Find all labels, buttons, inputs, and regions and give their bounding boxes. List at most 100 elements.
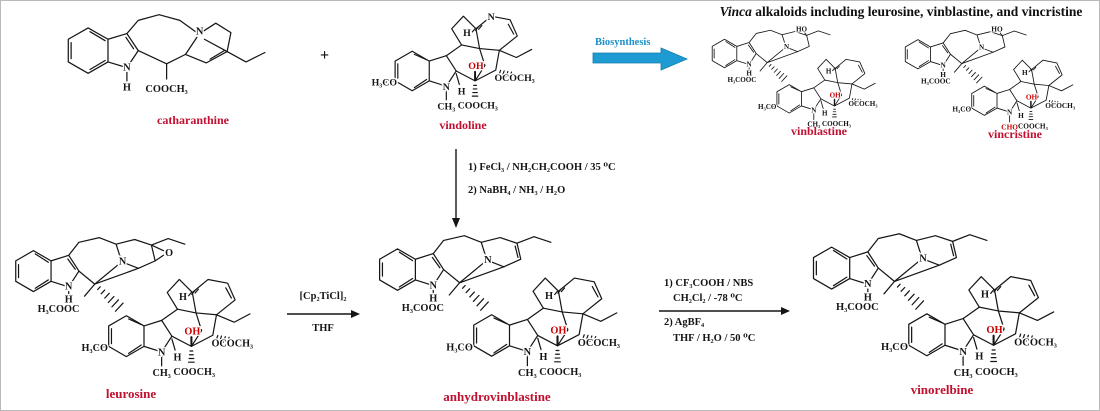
atom-label-n3: N bbox=[524, 347, 532, 358]
atom-label-n2: N bbox=[784, 43, 790, 51]
atom-label-oh: OH bbox=[184, 326, 200, 337]
atom-label-co2me: COOCH₃ bbox=[975, 367, 1018, 378]
step-arrow bbox=[452, 149, 460, 228]
atom-label-h19: H bbox=[822, 110, 828, 118]
block-arrow-icon bbox=[592, 47, 689, 71]
leurosine-label: leurosine bbox=[105, 386, 157, 401]
atom-label-h1: H bbox=[65, 295, 73, 306]
atom-label-h1: H bbox=[746, 70, 752, 78]
atom-label-oac: OCOCH₃ bbox=[211, 338, 253, 349]
atom-label-n2: N bbox=[979, 43, 985, 52]
anhydrovinblastine-label: anhydrovinblastine bbox=[443, 389, 551, 404]
atom-label-oac: OCOCH₃ bbox=[1045, 101, 1076, 110]
leurosine-structure: O N H N H₃COOC H₃CO N CH₃ H H OH OCOCH₃ … bbox=[15, 237, 255, 381]
atom-label-co2me: COOCH₃ bbox=[539, 367, 581, 378]
title-italic-part: Vinca bbox=[719, 4, 752, 19]
atom-label-n: N bbox=[196, 27, 204, 38]
atom-label-ho: HO bbox=[991, 25, 1003, 34]
atom-label-ome: H₃CO bbox=[881, 342, 908, 353]
atom-label-h19: H bbox=[458, 86, 466, 97]
anhydrovinblastine-structure: N H N H₃COOC H₃CO N CH₃ H H OH OCOCH₃ CO… bbox=[379, 235, 621, 380]
arrowhead-icon bbox=[781, 307, 790, 315]
step-condition-line1: 1) FeCl₃ / NH₂CH₂COOH / 35 ⁰C bbox=[468, 162, 616, 173]
biosynthesis-arrow bbox=[592, 47, 689, 71]
atom-label-oh: OH bbox=[550, 326, 566, 337]
atom-label-epoxide-o: O bbox=[165, 248, 173, 259]
atom-label-n1: N bbox=[65, 282, 73, 293]
atom-label-h19: H bbox=[1018, 111, 1024, 120]
atom-label-ho: HO bbox=[796, 26, 808, 34]
coupling-solvent: THF bbox=[312, 323, 334, 334]
atom-label-oh: OH bbox=[986, 325, 1002, 336]
atom-label-n: N bbox=[123, 62, 131, 73]
atom-label-ester: H₃COOC bbox=[921, 77, 951, 86]
atom-label-co2me: COOCH₃ bbox=[1018, 122, 1049, 131]
atom-label-n1: N bbox=[941, 61, 947, 70]
coupling-reagent: [Cp₂TiCl]₂ bbox=[299, 291, 347, 302]
catharanthine-label: catharanthine bbox=[157, 113, 229, 127]
title-rest-part: alkaloids including leurosine, vinblasti… bbox=[751, 4, 1083, 19]
atom-label-h19: H bbox=[173, 352, 181, 363]
coupling-arrow bbox=[287, 310, 360, 318]
atom-label-h1: H bbox=[429, 294, 437, 305]
atom-label-n1: N bbox=[747, 60, 753, 68]
atom-label-oac: OCOCH₃ bbox=[494, 73, 534, 84]
atom-label-h19: H bbox=[539, 352, 547, 363]
final-condition-line4: THF / H₂O / 50 ⁰C bbox=[673, 333, 756, 344]
atom-label-n3: N bbox=[158, 348, 166, 359]
atom-label-n3: N bbox=[1007, 108, 1013, 117]
atom-label-n2: N bbox=[484, 255, 492, 266]
atom-label-co2me: COOCH₃ bbox=[458, 101, 498, 112]
atom-label-h1: H bbox=[940, 70, 946, 79]
atom-label-ncho: CHO bbox=[1001, 122, 1018, 131]
atom-label-n3: N bbox=[959, 347, 967, 358]
atom-label-ome: H₃CO bbox=[82, 343, 108, 354]
atom-label-h-top: H bbox=[463, 28, 471, 39]
atom-label-oac: OCOCH₃ bbox=[848, 100, 877, 108]
arrowhead-icon bbox=[452, 218, 460, 228]
atom-label-co2me: COOCH₃ bbox=[173, 367, 215, 378]
atom-label-ome: H₃CO bbox=[952, 104, 971, 113]
atom-label-oh: OH bbox=[1026, 92, 1038, 101]
final-arrow bbox=[659, 307, 790, 315]
atom-label-ester: H₃COOC bbox=[727, 76, 756, 84]
atom-label-n1: N bbox=[430, 280, 438, 291]
atom-label-oac: OCOCH₃ bbox=[1014, 337, 1057, 348]
atom-label-oac: OCOCH₃ bbox=[578, 338, 620, 349]
atom-label-ome: H₃CO bbox=[758, 103, 777, 111]
atom-label-n2: N bbox=[919, 253, 927, 264]
scheme-title: Vinca alkaloids including leurosine, vin… bbox=[720, 4, 1083, 20]
atom-label-nsub: CH₃ bbox=[518, 368, 537, 379]
vinorelbine-label: vinorelbine bbox=[910, 382, 974, 397]
atom-label-hst: H bbox=[545, 291, 553, 302]
plus-sign: + bbox=[320, 47, 330, 64]
atom-label-ome: H₃CO bbox=[372, 77, 398, 88]
atom-label-hst: H bbox=[179, 292, 187, 303]
atom-label-n: N bbox=[443, 82, 450, 93]
arrowhead-icon bbox=[351, 310, 360, 318]
atom-label-ester: H₃COOC bbox=[402, 303, 444, 314]
atom-label-hst: H bbox=[981, 290, 989, 301]
atom-label-nsub: CH₃ bbox=[807, 121, 820, 129]
vinblastine-label: vinblastine bbox=[790, 124, 848, 138]
atom-label-oh: OH bbox=[468, 61, 484, 72]
catharanthine-structure: N H N COOCH₃ bbox=[67, 14, 266, 97]
atom-label-ome: H₃CO bbox=[446, 343, 473, 354]
atom-label-n1: N bbox=[864, 279, 872, 290]
atom-label-nsub: CH₃ bbox=[152, 368, 170, 379]
atom-label-hst: H bbox=[826, 68, 832, 76]
biosynthesis-label: Biosynthesis bbox=[595, 37, 651, 48]
atom-label-ester: H₃COOC bbox=[38, 304, 80, 315]
vindoline-label: vindoline bbox=[439, 118, 487, 132]
vindoline-structure: H₃CO N H N CH₃ H OH OCOCH₃ COOCH₃ bbox=[370, 10, 536, 114]
atom-label-n3: N bbox=[811, 106, 817, 114]
atom-label-h1: H bbox=[864, 292, 872, 303]
atom-label-oh: OH bbox=[830, 92, 842, 100]
atom-label-h19: H bbox=[975, 352, 983, 363]
atom-label-ester: COOCH₃ bbox=[145, 84, 187, 95]
atom-label-hst: H bbox=[1022, 68, 1028, 77]
atom-label-co2me: COOCH₃ bbox=[822, 120, 851, 128]
final-condition-line1: 1) CF₃COOH / NBS bbox=[664, 278, 754, 289]
step-condition-line2: 2) NaBH₄ / NH₃ / H₂O bbox=[468, 185, 566, 196]
